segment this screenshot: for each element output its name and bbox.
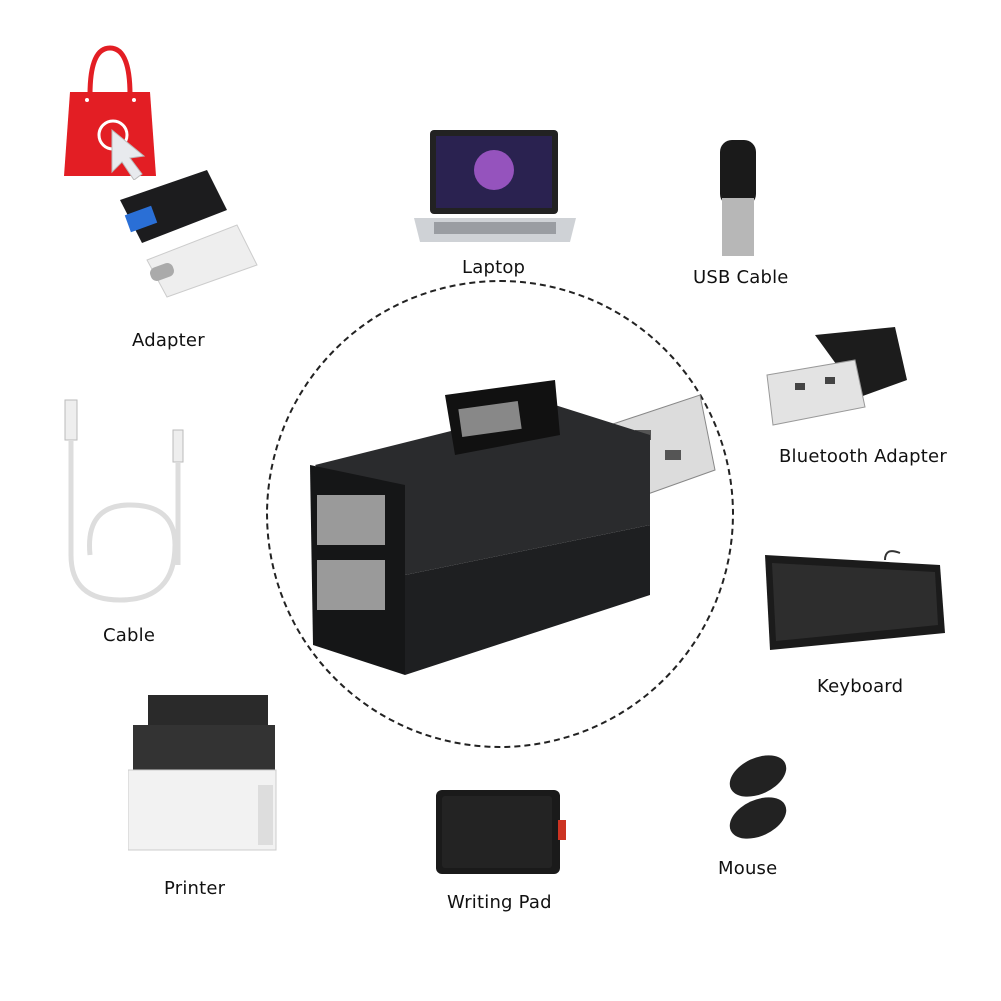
laptop-image — [414, 128, 576, 248]
adapter-label: Adapter — [132, 330, 205, 351]
adapter-image — [112, 165, 262, 300]
keyboard-image — [760, 545, 950, 655]
writing-pad-image — [436, 788, 571, 876]
usb-hub-image — [305, 375, 725, 685]
writing-pad-label: Writing Pad — [447, 892, 552, 913]
mouse-label: Mouse — [718, 858, 778, 879]
laptop-label: Laptop — [462, 257, 526, 278]
keyboard-label: Keyboard — [817, 676, 904, 697]
usb-cable-label: USB Cable — [693, 267, 789, 288]
shopping-bag-icon[interactable] — [62, 40, 158, 180]
printer-label: Printer — [164, 878, 226, 899]
usb-cable-image — [718, 140, 760, 258]
printer-image — [128, 695, 278, 855]
hub-highlight-circle — [266, 280, 734, 748]
mouse-image — [722, 752, 792, 844]
cable-label: Cable — [103, 625, 156, 646]
bluetooth-adapter-image — [765, 325, 910, 430]
bluetooth-adapter-label: Bluetooth Adapter — [779, 446, 947, 467]
cable-image — [50, 395, 200, 610]
cursor-icon — [111, 128, 146, 180]
